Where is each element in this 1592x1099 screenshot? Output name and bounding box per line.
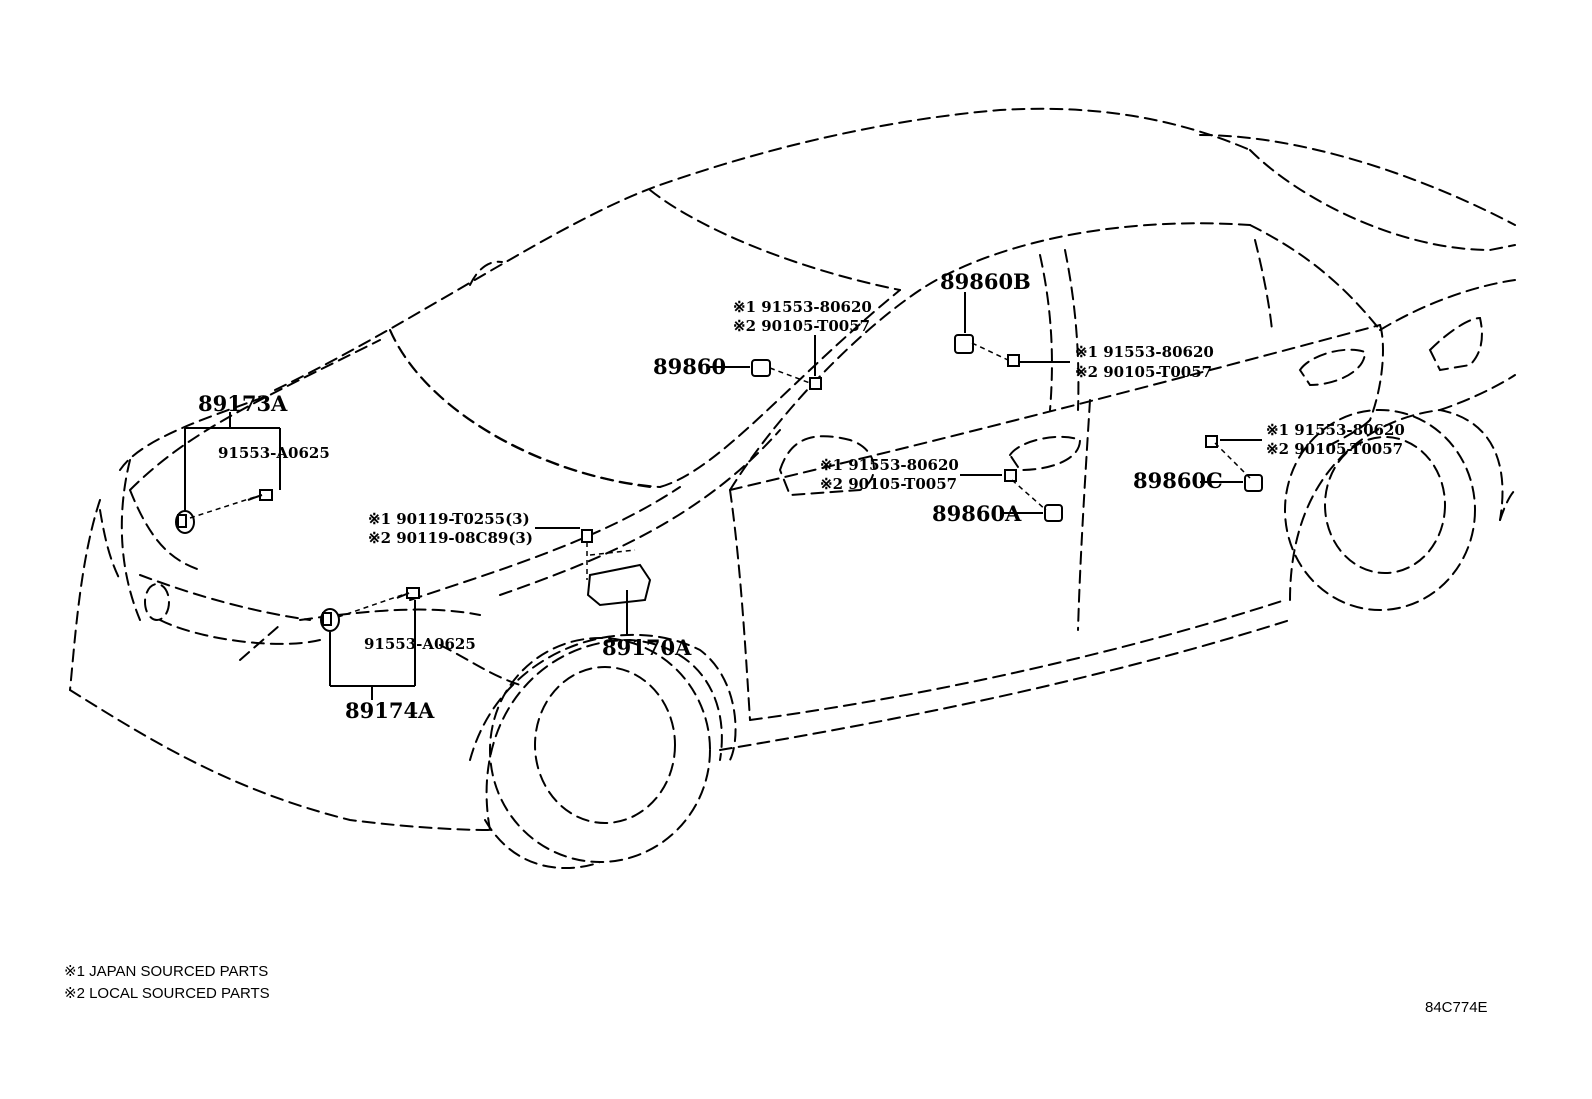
ecu-89170a-icon (582, 530, 650, 605)
note-japan-sourced: ※1 JAPAN SOURCED PARTS (64, 963, 269, 980)
label-89860b-bolt-1: ※1 91553-80620 (1075, 343, 1214, 361)
label-89860c-bolt-1: ※1 91553-80620 (1266, 421, 1405, 439)
diagram-code: 84C774E (1425, 999, 1488, 1016)
label-bolt-front-lower: 91553-A0625 (364, 635, 476, 653)
leader-lines (185, 292, 1262, 700)
label-89173a: 89173A (198, 391, 288, 416)
label-89174a: 89174A (345, 698, 435, 723)
label-89860a-bolt-1: ※1 91553-80620 (820, 456, 959, 474)
label-89860-bolt-1: ※1 91553-80620 (733, 298, 872, 316)
label-89860b: 89860B (940, 269, 1031, 294)
label-89860-bolt-2: ※2 90105-T0057 (733, 317, 871, 335)
label-ecu-bolt-1: ※1 90119-T0255(3) (368, 510, 530, 528)
label-89860b-bolt-2: ※2 90105-T0057 (1075, 363, 1213, 381)
label-89860: 89860 (653, 354, 727, 379)
car-body-outline (70, 109, 1515, 868)
bolt-89860-icon (810, 378, 821, 389)
label-89860a-bolt-2: ※2 90105-T0057 (820, 475, 958, 493)
label-89860c-bolt-2: ※2 90105-T0057 (1266, 440, 1404, 458)
bolt-89860b-icon (1008, 355, 1019, 366)
bolt-89860a-icon (1005, 470, 1016, 481)
sensor-89174a-icon (321, 609, 339, 631)
bolt-89860c-icon (1206, 436, 1217, 447)
sensor-89173a-icon (176, 511, 194, 533)
label-89170a: 89170A (602, 635, 692, 660)
sensor-89860c-icon (1245, 475, 1262, 491)
assembly-dash-lines (190, 343, 1250, 617)
label-ecu-bolt-2: ※2 90119-08C89(3) (368, 529, 533, 547)
bolt-front-lower-icon (397, 588, 419, 598)
sensor-89860b-icon (955, 335, 973, 353)
note-local-sourced: ※2 LOCAL SOURCED PARTS (64, 985, 270, 1002)
label-89860a: 89860A (932, 501, 1022, 526)
label-89860c: 89860C (1133, 468, 1223, 493)
sensor-89860a-icon (1045, 505, 1062, 521)
label-bolt-front-upper: 91553-A0625 (218, 444, 330, 462)
sensor-89860-icon (752, 360, 770, 376)
parts-graphics (176, 335, 1262, 631)
